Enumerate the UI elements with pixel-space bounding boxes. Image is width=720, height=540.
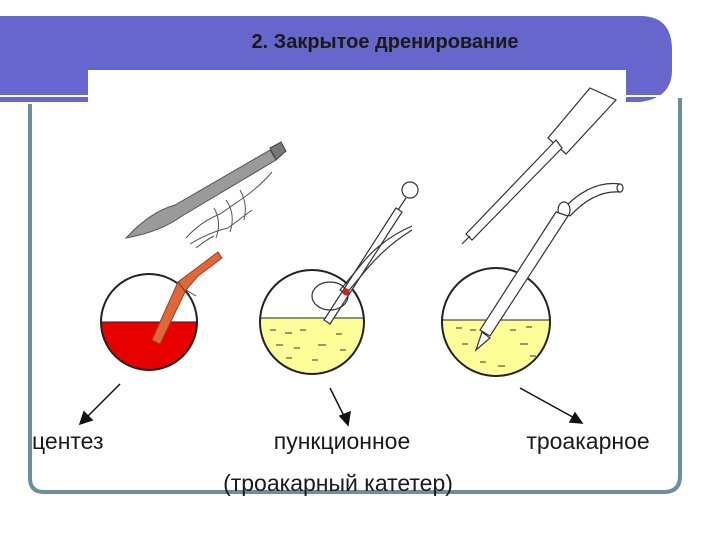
label-puncture-subtitle: (троакарный катетер) [223,470,453,496]
slide-title: 2. Закрытое дренирование [251,31,518,53]
label-centesis: центез [32,428,104,454]
scalpel-icon [124,141,287,239]
blood-container [100,273,198,371]
content-frame [28,98,682,494]
arrow-right [519,387,584,424]
syringe-icon [461,87,618,245]
label-trocar: троакарное [526,428,649,454]
holding-hand-outline [185,171,273,249]
label-puncture: пункционное [274,428,411,454]
centesis-catheter [151,251,223,345]
arrow-middle [329,387,351,427]
puncture-needle-icon [311,181,419,325]
arrow-left [78,383,121,426]
trocar-icon [474,182,624,352]
header-band [0,16,672,110]
